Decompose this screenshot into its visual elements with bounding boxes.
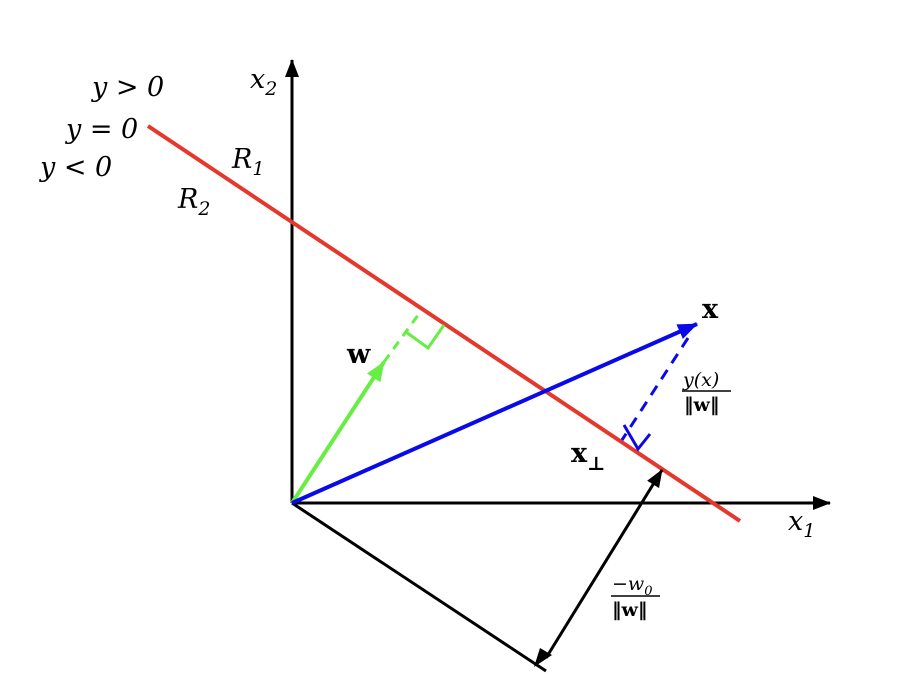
offset-distance-arrow (544, 469, 664, 659)
weight-vector-dashed (382, 310, 423, 363)
x1-axis-label: x1 (788, 506, 815, 542)
x-label: x (702, 294, 719, 325)
region-r2-label: R2 (177, 184, 210, 220)
distance-numerator: y(x) (682, 369, 719, 391)
offset-segment (291, 501, 547, 673)
perpendicular-distance (620, 337, 690, 441)
decision-boundary (146, 124, 742, 523)
x-vector (291, 322, 698, 505)
label-y-less: y < 0 (39, 152, 112, 183)
x2-axis-label: x2 (250, 64, 277, 100)
region-r1-label: R1 (231, 144, 264, 180)
distance-denominator: ‖w‖ (684, 394, 719, 416)
offset-numerator: −w0 (612, 573, 652, 599)
offset-denominator: ‖w‖ (612, 599, 647, 621)
weight-right-angle (405, 324, 446, 351)
weight-vector (290, 360, 386, 505)
label-y-equal: y = 0 (65, 114, 138, 145)
x-right-angle (622, 424, 652, 452)
x-perp-label: x⊥ (571, 438, 605, 475)
w-label: w (346, 339, 371, 370)
label-y-greater: y > 0 (91, 72, 164, 103)
offset-arrowhead-bottom (534, 648, 552, 667)
